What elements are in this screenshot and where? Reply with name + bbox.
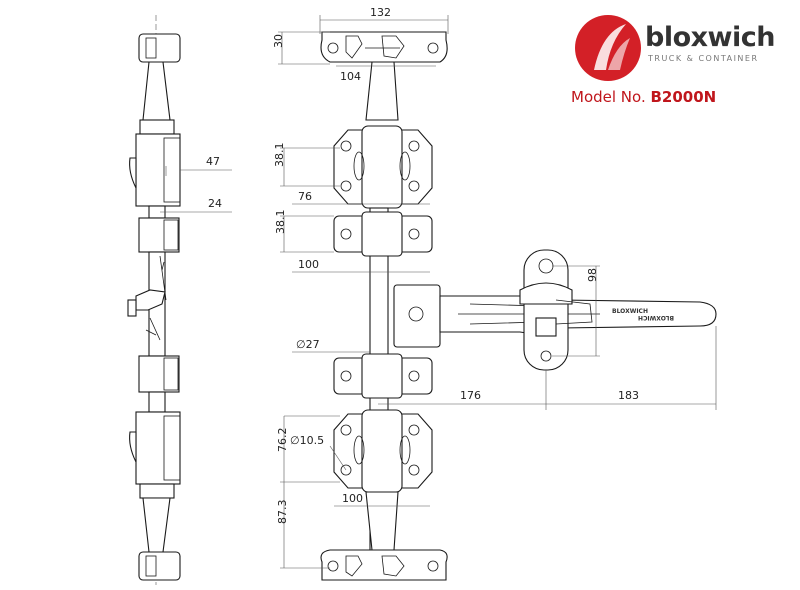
dim-30: 30 xyxy=(272,31,330,65)
dim-100-bottom-label: 100 xyxy=(342,492,363,505)
dim-30-label: 30 xyxy=(272,34,285,48)
dim-98-label: 98 xyxy=(586,268,599,282)
dim-27: ∅27 xyxy=(292,338,370,353)
dim-10-5-label: ∅10.5 xyxy=(290,434,324,447)
dim-76-2-label: 76.2 xyxy=(276,428,289,453)
dim-104-label: 104 xyxy=(340,70,361,83)
dim-87-3: 87.3 xyxy=(276,482,330,569)
dim-24: 24 xyxy=(160,197,232,213)
dim-132: 132 xyxy=(319,6,449,34)
dim-38-1-top: 38.1 xyxy=(273,143,340,187)
front-view: BLOXWICH BLOXWICH xyxy=(320,31,717,581)
dim-100-bottom: 100 xyxy=(334,492,430,507)
dim-76-label: 76 xyxy=(298,190,312,203)
handle-label: BLOXWICH xyxy=(612,308,648,315)
model-label: Model No. xyxy=(571,88,646,106)
dim-76-2: 76.2 xyxy=(276,416,340,483)
dim-100-top: 100 xyxy=(292,258,430,273)
model-number: Model No. B2000N xyxy=(571,88,716,106)
model-value: B2000N xyxy=(650,88,717,106)
dim-104: 104 xyxy=(336,65,436,83)
side-view xyxy=(127,15,181,585)
dim-176: 176 xyxy=(378,370,547,410)
dim-132-label: 132 xyxy=(370,6,391,19)
bloxwich-logo xyxy=(575,15,641,81)
dim-38-1-mid: 38.1 xyxy=(274,210,334,253)
dim-10-5: ∅10.5 xyxy=(284,415,347,471)
dim-27-label: ∅27 xyxy=(296,338,320,351)
handle-label-mirrored: BLOXWICH xyxy=(638,314,674,321)
dim-100-top-label: 100 xyxy=(298,258,319,271)
dim-183-label: 183 xyxy=(618,389,639,402)
dim-98: 98 xyxy=(552,265,600,357)
dim-24-label: 24 xyxy=(208,197,222,210)
dim-47: 47 xyxy=(165,155,232,176)
dim-47-label: 47 xyxy=(206,155,220,168)
dim-38-1-mid-label: 38.1 xyxy=(274,210,287,235)
dim-183: 183 xyxy=(546,326,717,410)
dim-176-label: 176 xyxy=(460,389,481,402)
dim-76: 76 xyxy=(292,190,430,205)
brand-name: bloxwich xyxy=(645,22,775,53)
dim-38-1-top-label: 38.1 xyxy=(273,143,286,168)
dim-87-3-label: 87.3 xyxy=(276,500,289,525)
brand-tagline: TRUCK & CONTAINER xyxy=(648,54,759,63)
